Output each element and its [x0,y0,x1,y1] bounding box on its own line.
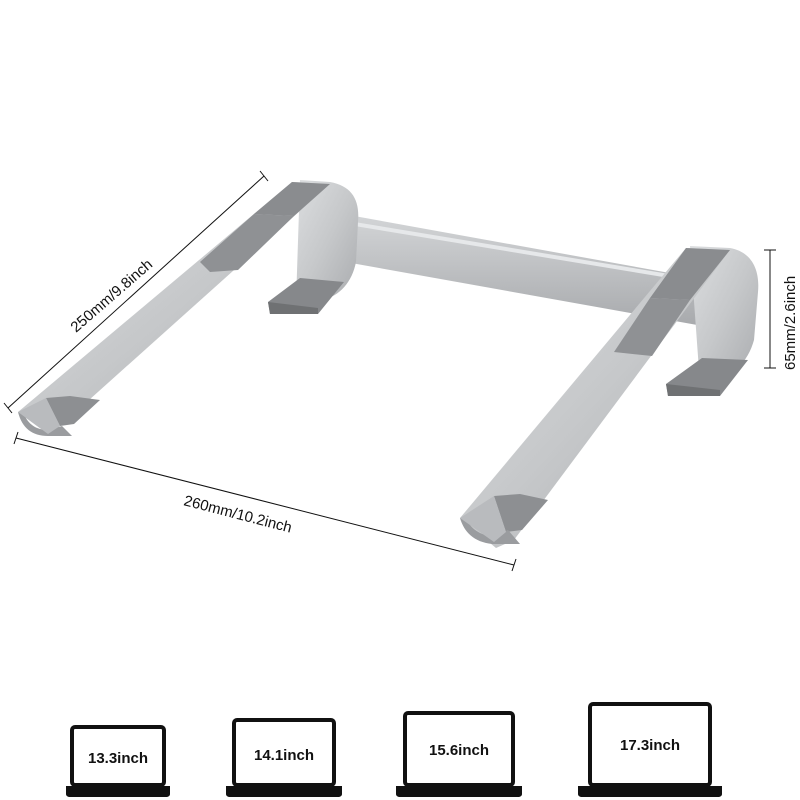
laptop-size-label: 15.6inch [429,742,489,759]
compatible-laptops: 13.3inch 14.1inch 15.6inch 17.3inch [66,702,722,797]
right-arm [460,248,730,548]
laptop-icon-13: 13.3inch [66,725,170,797]
left-rear-leg [268,180,359,314]
laptop-size-label: 17.3inch [620,737,680,754]
laptop-size-label: 14.1inch [254,747,314,764]
laptop-icon-15: 15.6inch [396,711,522,797]
dimension-length: 250mm/9.8inch [3,170,269,414]
laptop-size-label: 13.3inch [88,750,148,767]
left-arm [18,182,330,436]
height-label: 65mm/2.6inch [782,276,799,370]
laptop-icon-14: 14.1inch [226,718,342,797]
width-label: 260mm/10.2inch [182,492,294,536]
laptop-icon-17: 17.3inch [578,702,722,797]
dimension-height: 65mm/2.6inch [764,249,799,370]
laptop-stand [18,180,759,548]
dimension-width: 260mm/10.2inch [13,431,517,572]
